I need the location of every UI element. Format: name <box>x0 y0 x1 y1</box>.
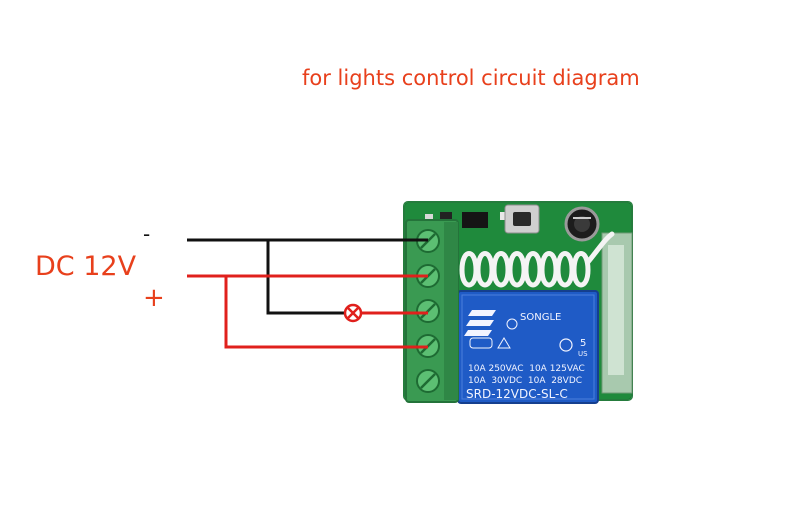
relay-rating-dc: 10A 30VDC 10A 28VDC <box>468 376 582 386</box>
relay-certification-number: 5 <box>580 338 586 349</box>
relay-certification-region: US <box>578 350 588 358</box>
relay-rating-ac: 10A 250VAC 10A 125VAC <box>468 364 585 374</box>
electrolytic-capacitor <box>564 206 600 242</box>
lamp-icon <box>343 303 363 323</box>
songle-logo-icon <box>464 310 496 336</box>
negative-wire <box>187 238 428 315</box>
receiver-module <box>601 232 633 394</box>
relay-brand: SONGLE <box>520 312 561 323</box>
terminal-screw-5 <box>416 369 440 393</box>
positive-wire <box>187 274 428 349</box>
terminal-screw-3 <box>416 299 440 323</box>
relay-model: SRD-12VDC-SL-C <box>466 387 568 401</box>
positive-polarity-symbol: + <box>143 283 165 313</box>
power-supply-label: DC 12V <box>35 251 137 282</box>
diagram-title: for lights control circuit diagram <box>302 66 640 90</box>
learn-button <box>504 204 540 234</box>
negative-polarity-symbol: - <box>143 222 151 246</box>
coil-antenna <box>459 231 615 288</box>
